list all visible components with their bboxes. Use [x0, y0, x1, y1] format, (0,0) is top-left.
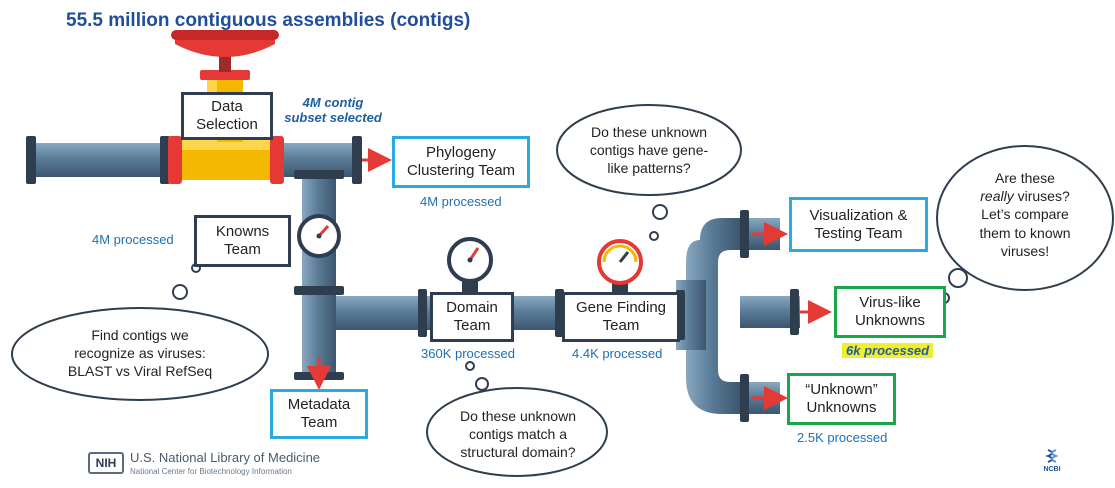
domain-processed-note: 360K processed [421, 346, 515, 361]
ncbi-logo: NCBI [1040, 448, 1064, 473]
data-selection-box: Data Selection [181, 92, 273, 140]
virus-like-unknowns-label: Virus-like Unknowns [854, 294, 926, 329]
phylogeny-team-box: Phylogeny Clustering Team [392, 136, 530, 188]
metadata-team-box: Metadata Team [270, 389, 368, 439]
gene-cloud-text: Do these unknown contigs have gene- like… [589, 124, 709, 177]
phylogeny-team-label: Phylogeny Clustering Team [406, 144, 516, 179]
gauge-gene-icon [597, 239, 643, 298]
unknown-processed-note: 2.5K processed [797, 430, 888, 445]
unknown-unknowns-label: “Unknown” Unknowns [805, 381, 878, 416]
knowns-processed-note: 4M processed [92, 232, 174, 247]
viruses-cloud-text: Are these really viruses? Let’s compare t… [955, 169, 1095, 260]
domain-cloud-text: Do these unknown contigs match a structu… [460, 408, 576, 461]
gauge-left-icon [297, 214, 341, 258]
right-manifold [676, 210, 800, 422]
ncbi-label: NCBI [1043, 466, 1061, 473]
virus-like-processed-note: 6k processed [842, 343, 934, 358]
domain-team-box: Domain Team [430, 292, 514, 342]
virus-like-unknowns-box: Virus-like Unknowns [834, 286, 946, 338]
gene-finding-team-label: Gene Finding Team [575, 299, 667, 334]
vertical-pipe-left [294, 170, 344, 380]
gene-finding-team-box: Gene Finding Team [562, 292, 680, 342]
output-arrows [307, 148, 832, 410]
phylogeny-processed-note: 4M processed [420, 194, 502, 209]
visualization-team-label: Visualization & Testing Team [809, 206, 908, 242]
visualization-team-box: Visualization & Testing Team [789, 197, 928, 252]
knowns-team-box: Knowns Team [194, 215, 291, 267]
ncbi-helix-icon [1045, 449, 1059, 463]
gene-processed-note: 4.4K processed [572, 346, 663, 361]
knowns-cloud-text: Find contigs we recognize as viruses: BL… [67, 327, 213, 380]
ncbi-name: National Center for Biotechnology Inform… [130, 467, 292, 476]
viruses-cloud-post: viruses? Let’s compare them to known vir… [979, 188, 1071, 259]
nih-badge: NIH [88, 452, 124, 474]
data-selection-label: Data Selection [196, 98, 258, 133]
unknown-unknowns-box: “Unknown” Unknowns [787, 373, 896, 425]
subset-selected-note: 4M contig subset selected [284, 95, 382, 125]
gauge-domain-icon [447, 237, 493, 298]
cloud-shapes [11, 104, 1114, 477]
page-title: 55.5 million contiguous assemblies (cont… [66, 10, 471, 31]
metadata-team-label: Metadata Team [287, 396, 351, 431]
domain-team-label: Domain Team [446, 299, 498, 334]
viruses-cloud-pre: Are these [995, 170, 1055, 186]
knowns-team-label: Knowns Team [215, 223, 270, 258]
nih-name: U.S. National Library of Medicine [130, 450, 321, 465]
viruses-cloud-emphasis: really [980, 188, 1014, 205]
